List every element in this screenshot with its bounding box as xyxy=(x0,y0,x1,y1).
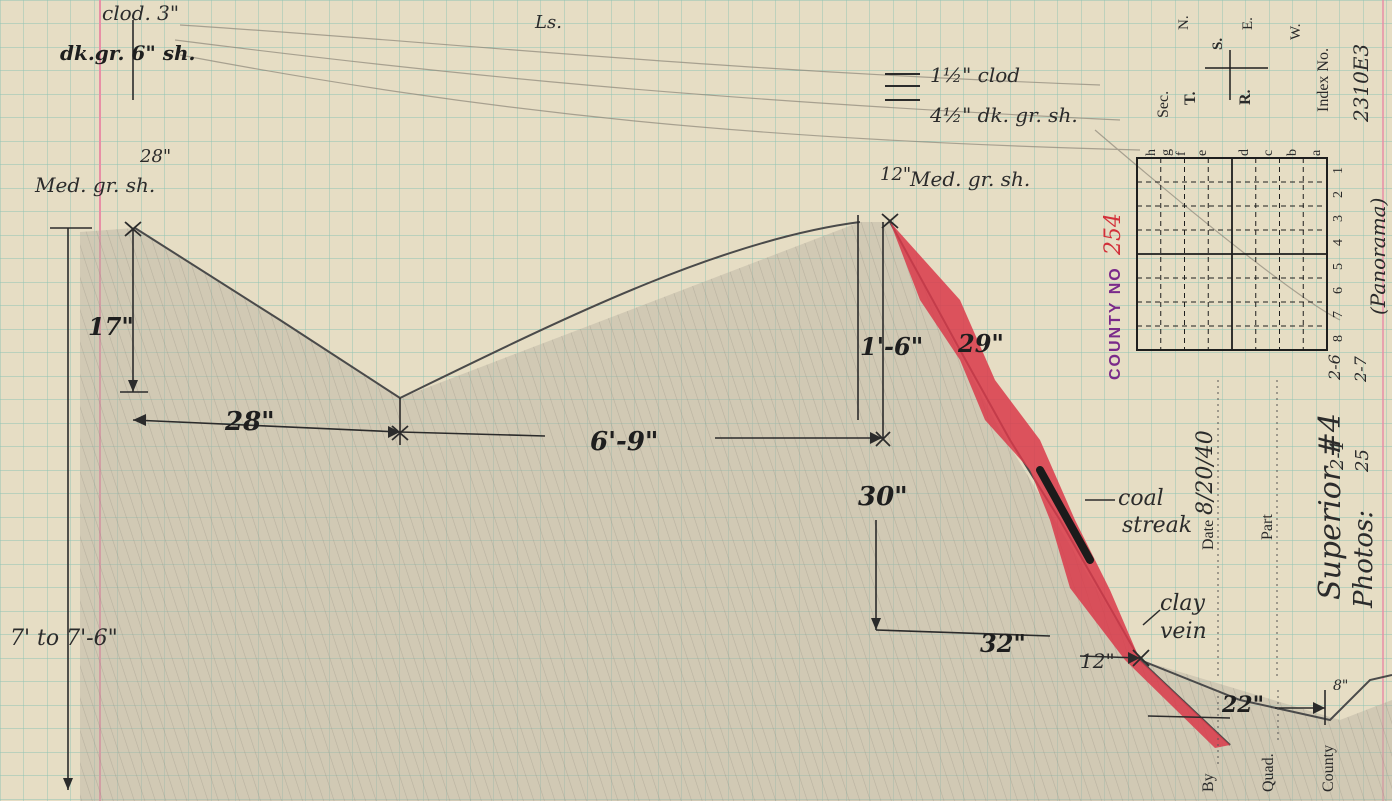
right-shale-label: 4½" dk. gr. sh. xyxy=(929,103,1078,127)
clay-vein-label-2: vein xyxy=(1160,619,1207,644)
svg-text:d: d xyxy=(1237,149,1252,156)
right-clod-label: 1½" clod xyxy=(930,63,1020,87)
upper-left-shale-label: dk.gr. 6" sh. xyxy=(60,41,195,65)
coal-streak-label-1: coal xyxy=(1118,486,1164,511)
dim-12-label: 12" xyxy=(1080,649,1115,673)
svg-text:f: f xyxy=(1174,151,1189,156)
w-label: W. xyxy=(1288,23,1304,40)
dim-8-label: 8" xyxy=(1333,678,1348,694)
svg-text:1: 1 xyxy=(1331,167,1346,174)
quad-label: Quad. xyxy=(1260,753,1277,792)
county-label: County xyxy=(1320,745,1337,792)
clay-vein-leader xyxy=(1142,609,1161,626)
sec-label: Sec. xyxy=(1155,91,1172,118)
total-height-label: 7' to 7'-6" xyxy=(10,626,118,651)
left-peak-span: 28" xyxy=(224,407,275,437)
date-label: Date xyxy=(1200,520,1217,550)
dim-32-label: 32" xyxy=(980,629,1026,658)
svg-text:h: h xyxy=(1144,149,1159,156)
svg-text:c: c xyxy=(1261,150,1276,156)
cross-marks xyxy=(124,213,1150,667)
superior-label: Superior #4 xyxy=(1313,413,1348,600)
photos-row2-b: 2-7 xyxy=(1351,355,1370,383)
coal-streak-label-2: streak xyxy=(1122,513,1192,538)
svg-text:5: 5 xyxy=(1331,263,1346,270)
svg-text:a: a xyxy=(1309,149,1324,156)
photos-row1-a: 2-4 xyxy=(1327,441,1348,471)
right-peak-height: 1'-6" xyxy=(860,332,923,361)
left-peak-thickness: 28" xyxy=(139,146,171,167)
index-no-value: 2310E3 xyxy=(1349,44,1373,123)
dim-29-label: 29" xyxy=(957,329,1004,358)
clay-vein-label-1: clay xyxy=(1160,591,1205,616)
svg-text:3: 3 xyxy=(1331,215,1346,222)
r-label: R. xyxy=(1237,89,1254,105)
photos-label: Photos: xyxy=(1349,510,1379,609)
dimension-lines xyxy=(50,20,1326,790)
index-no-label: Index No. xyxy=(1315,48,1332,112)
dim-30-label: 30" xyxy=(858,482,908,512)
rock-shading xyxy=(80,222,1392,801)
svg-text:g: g xyxy=(1159,149,1174,156)
panorama-label: (Panorama) xyxy=(1366,198,1390,315)
svg-text:6: 6 xyxy=(1331,287,1346,294)
right-strata-ticks xyxy=(885,73,920,101)
coal-seam-red xyxy=(890,222,1230,748)
dimension-arrowheads xyxy=(63,380,1325,790)
upper-strata-lines xyxy=(174,24,1341,321)
svg-text:8: 8 xyxy=(1331,335,1346,342)
county-no-label: COUNTY NO xyxy=(1107,266,1124,380)
svg-text:b: b xyxy=(1285,149,1300,156)
grid-column-numbers: 1 2 3 4 5 6 7 8 xyxy=(1331,167,1346,342)
left-peak-rock: Med. gr. sh. xyxy=(34,173,155,197)
middle-span-label: 6'-9" xyxy=(590,427,658,457)
svg-text:e: e xyxy=(1195,150,1210,156)
right-peak-thickness: 12" xyxy=(880,164,911,185)
n-label: N. xyxy=(1176,15,1192,30)
s-label: S. xyxy=(1210,38,1226,50)
by-label: By xyxy=(1200,773,1217,792)
photos-row2-a: 25 xyxy=(1352,449,1373,473)
photos-row1-b: 2-6 xyxy=(1325,354,1344,381)
svg-text:4: 4 xyxy=(1331,239,1346,246)
section-grid-box xyxy=(1136,157,1328,351)
date-value: 8/20/40 xyxy=(1193,430,1218,515)
right-peak-rock: Med. gr. sh. xyxy=(909,167,1030,191)
top-center-ls-label: Ls. xyxy=(534,12,562,33)
part-label: Part xyxy=(1259,514,1276,540)
grid-row-letters: h g f e d c b a xyxy=(1144,149,1324,156)
svg-text:2: 2 xyxy=(1331,191,1346,198)
left-peak-height: 17" xyxy=(88,312,134,341)
county-no-value: 254 xyxy=(1101,213,1126,256)
e-label: E. xyxy=(1240,17,1256,30)
svg-text:7: 7 xyxy=(1331,311,1346,318)
t-label: T. xyxy=(1182,92,1199,105)
dim-22-label: 22" xyxy=(1221,692,1264,718)
upper-left-clod-label: clod. 3" xyxy=(102,1,179,25)
